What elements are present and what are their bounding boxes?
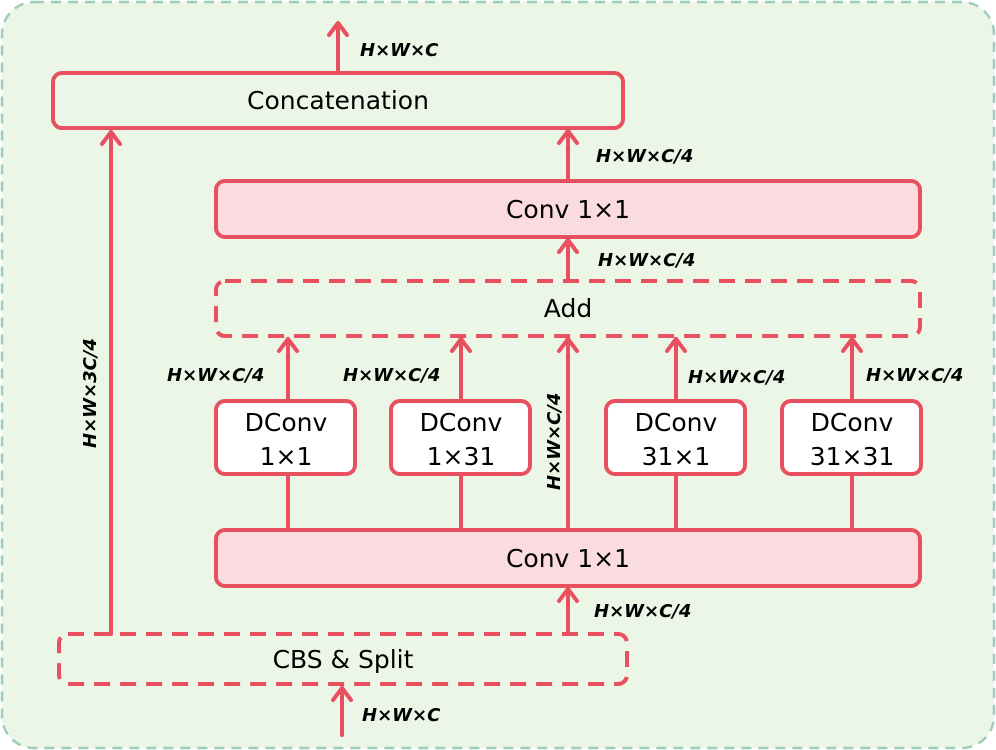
dconv-1x1-box [214, 399, 357, 476]
output-arrow-head [327, 21, 349, 37]
input-arrow-head [331, 686, 353, 702]
dim-input: H×W×C [362, 705, 441, 726]
identity-to-add-head [557, 337, 579, 353]
dconv-31x1-line2: 31×1 [642, 442, 711, 471]
dim-split-to-concat: H×W×3C/4 [80, 338, 101, 448]
split-to-conv-head [557, 587, 579, 603]
dconv-31x1-box [604, 399, 747, 476]
dim-dconv-1x31-out: H×W×C/4 [343, 365, 440, 386]
dconv-31x1-node: DConv 31×1 [604, 399, 747, 476]
cbs-split-label: CBS & Split [273, 645, 414, 674]
concatenation-node: Concatenation [51, 71, 625, 130]
dconv-1x1-line1: DConv [245, 408, 328, 437]
dconv-1x31-line2: 1×31 [427, 442, 496, 471]
concatenation-box [51, 71, 625, 130]
add-box [214, 279, 922, 338]
dconv-1x31-line1: DConv [420, 408, 503, 437]
conv-bottom-node: Conv 1×1 [214, 528, 922, 588]
dconv4-to-add-head [841, 337, 863, 353]
dim-output: H×W×C [360, 40, 439, 61]
dim-dconv-31x31-out: H×W×C/4 [866, 365, 963, 386]
dim-add-out: H×W×C/4 [598, 250, 695, 271]
add-label: Add [544, 294, 592, 323]
dim-dconv-31x1-out: H×W×C/4 [688, 367, 785, 388]
dconv-1x1-node: DConv 1×1 [214, 399, 357, 476]
add-node: Add [214, 279, 922, 338]
concatenation-label: Concatenation [247, 86, 429, 115]
dconv-31x1-line1: DConv [635, 408, 718, 437]
dim-identity-branch: H×W×C/4 [544, 393, 565, 490]
dconv-1x1-line2: 1×1 [260, 442, 313, 471]
dconv1-to-add-head [277, 337, 299, 353]
add-to-conv-head [557, 238, 579, 254]
conv-top-box [214, 179, 922, 239]
conv-top-node: Conv 1×1 [214, 179, 922, 239]
dconv2-to-add-head [450, 337, 472, 353]
conv-top-label: Conv 1×1 [506, 195, 630, 224]
conv-bottom-label: Conv 1×1 [506, 544, 630, 573]
dconv3-to-add-head [665, 337, 687, 353]
conv-bottom-box [214, 528, 922, 588]
conv-to-concat-head [557, 129, 579, 145]
dim-split-to-conv: H×W×C/4 [594, 601, 691, 622]
cbs-split-node: CBS & Split [57, 632, 629, 686]
dconv-31x31-node: DConv 31×31 [780, 399, 923, 476]
dim-conv-top-out: H×W×C/4 [596, 146, 693, 167]
dconv-31x31-box [780, 399, 923, 476]
connectors [100, 21, 863, 737]
dconv-31x31-line1: DConv [811, 408, 894, 437]
split-to-concat-head [100, 130, 122, 146]
dconv-31x31-line2: 31×31 [810, 442, 895, 471]
dim-dconv-1x1-out: H×W×C/4 [167, 365, 264, 386]
dconv-1x31-node: DConv 1×31 [389, 399, 532, 476]
dconv-1x31-box [389, 399, 532, 476]
cbs-split-box [57, 632, 629, 686]
